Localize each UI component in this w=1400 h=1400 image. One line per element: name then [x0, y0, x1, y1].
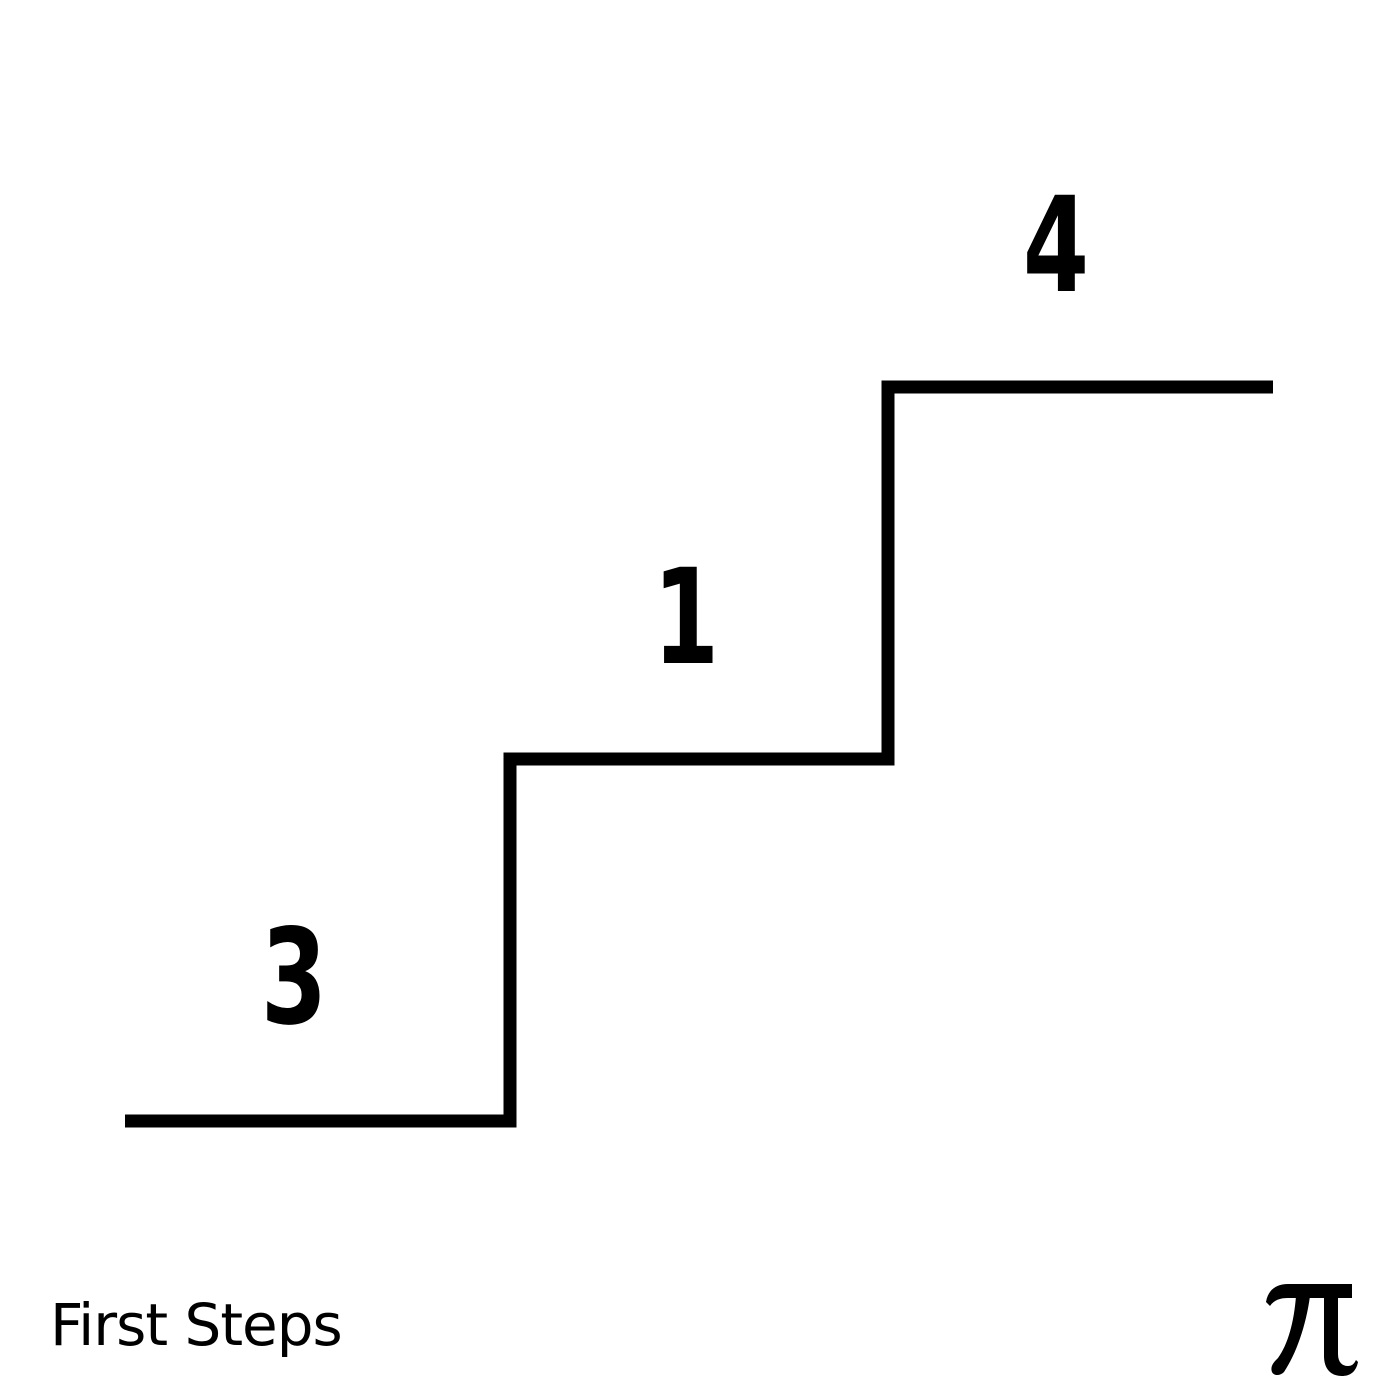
- caption-title: First Steps: [50, 1291, 343, 1359]
- pi-icon: [1266, 1284, 1358, 1376]
- step-number-right: 4: [1022, 169, 1090, 323]
- step-number-middle: 1: [652, 541, 720, 695]
- staircase-path: [125, 380, 1273, 1128]
- step-number-left: 3: [260, 901, 328, 1055]
